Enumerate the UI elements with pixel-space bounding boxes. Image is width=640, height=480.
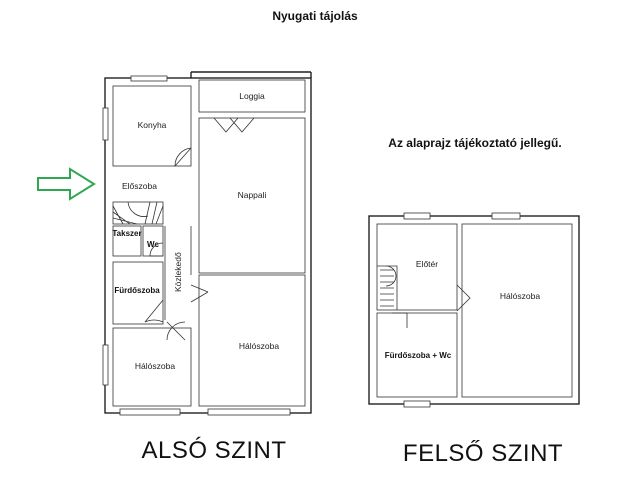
eloszoba-label: Előszoba (122, 181, 157, 191)
eloter-room (376, 223, 458, 311)
haloszoba-left-room (112, 327, 192, 407)
lower-floor-plan: Loggia Konyha Nappali Előszoba Takszer W… (102, 71, 312, 416)
furdoszoba-label: Fürdőszoba (114, 286, 160, 295)
lower-stairs (112, 201, 164, 225)
upper-floor-plan: Előtér Fürdőszoba + Wc Hálószoba (368, 212, 580, 408)
lower-floor-title: ALSÓ SZINT (141, 437, 286, 464)
konyha-label: Konyha (138, 120, 167, 130)
takaritoszer-label: Takszer (112, 229, 141, 238)
wc-label: Wc (147, 240, 160, 249)
haloszoba-upper-room (461, 223, 573, 398)
upper-floor-outer-wall (368, 215, 580, 405)
haloszoba-upper-label: Hálószoba (500, 291, 540, 301)
haloszoba-right-room (198, 274, 306, 407)
loggia-room (198, 79, 306, 113)
takaritoszer-room (112, 225, 142, 257)
loggia-label: Loggia (239, 91, 265, 101)
kozlekedo-label: Közlekedő (173, 252, 183, 292)
nappali-room (198, 117, 306, 274)
konyha-room (112, 85, 192, 167)
upper-floor-title: FELSŐ SZINT (403, 440, 563, 467)
haloszoba-right-label: Hálószoba (239, 341, 279, 351)
disclaimer-note: Az alaprajz tájékoztató jellegű. (388, 136, 561, 150)
upper-stairs (377, 265, 398, 310)
orientation-heading: Nyugati tájolás (272, 9, 358, 23)
eloter-label: Előtér (416, 259, 438, 269)
furdo-wc-room (376, 312, 458, 398)
furdoszoba-room (112, 261, 164, 325)
green-arrow-right-icon (37, 167, 96, 201)
nappali-label: Nappali (238, 190, 267, 200)
furdo-wc-label: Fürdőszoba + Wc (385, 351, 452, 360)
haloszoba-left-label: Hálószoba (135, 361, 175, 371)
